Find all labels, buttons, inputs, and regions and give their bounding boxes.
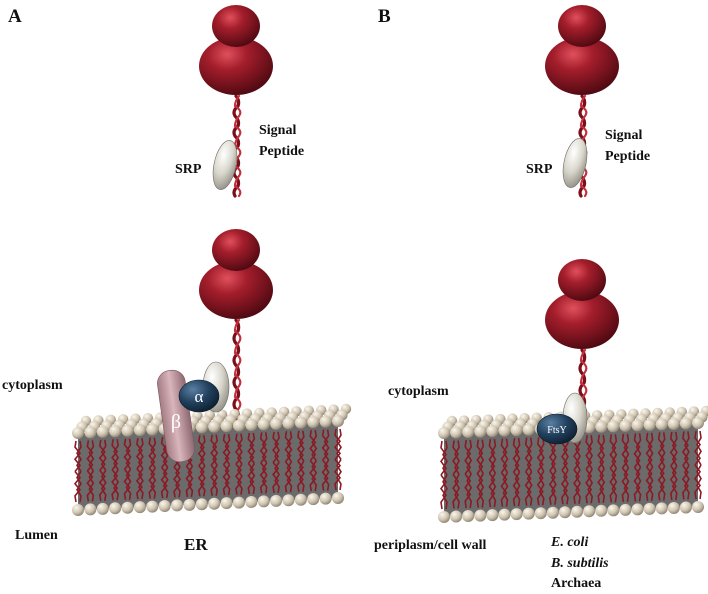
- ribosome-a-top: [199, 5, 273, 198]
- signal-peptide-label-b: Signal Peptide: [605, 125, 650, 167]
- plasma-membrane: [438, 405, 708, 523]
- srp-b-top: [562, 138, 588, 188]
- signal-label-line1: Signal: [605, 128, 643, 143]
- signal-peptide-label-a: Signal Peptide: [259, 120, 304, 162]
- lumen-label: Lumen: [15, 528, 58, 543]
- lipid-tails: [440, 430, 702, 510]
- ribosome-large-subunit: [199, 37, 273, 95]
- panel-b-letter: B: [378, 6, 391, 27]
- srp-label-b: SRP: [526, 162, 553, 177]
- panel-a-letter: A: [8, 6, 22, 27]
- ribosome-large-subunit: [545, 37, 619, 95]
- ftsy-label: FtsY: [547, 425, 566, 436]
- periplasm-label: periplasm/cell wall: [374, 538, 487, 553]
- organism-archaea: Archaea: [551, 576, 602, 591]
- er-label: ER: [184, 535, 208, 554]
- alpha-label: α: [195, 387, 204, 406]
- ribosome-large-subunit: [199, 261, 273, 319]
- signal-label-line2: Peptide: [259, 144, 305, 159]
- srp-label-a: SRP: [175, 162, 202, 177]
- ribosome-small-subunit: [558, 5, 606, 47]
- cytoplasm-label-b: cytoplasm: [388, 384, 449, 399]
- beta-label: β: [171, 411, 181, 433]
- cytoplasm-label-a: cytoplasm: [2, 378, 63, 393]
- ftsy-receptor: [536, 413, 578, 445]
- ribosome-small-subunit: [212, 5, 260, 47]
- receptor-alpha-subunit: [178, 379, 220, 413]
- ribosome-small-subunit: [558, 259, 606, 301]
- srp-a-top: [212, 140, 238, 190]
- organism-e-coli: E. coli: [551, 535, 589, 550]
- signal-label-line1: Signal: [259, 123, 297, 138]
- er-membrane: [72, 403, 352, 516]
- signal-label-line2: Peptide: [605, 149, 651, 164]
- ribosome-large-subunit: [545, 291, 619, 349]
- ribosome-small-subunit: [212, 229, 260, 271]
- organism-b-subtilis: B. subtilis: [551, 556, 609, 571]
